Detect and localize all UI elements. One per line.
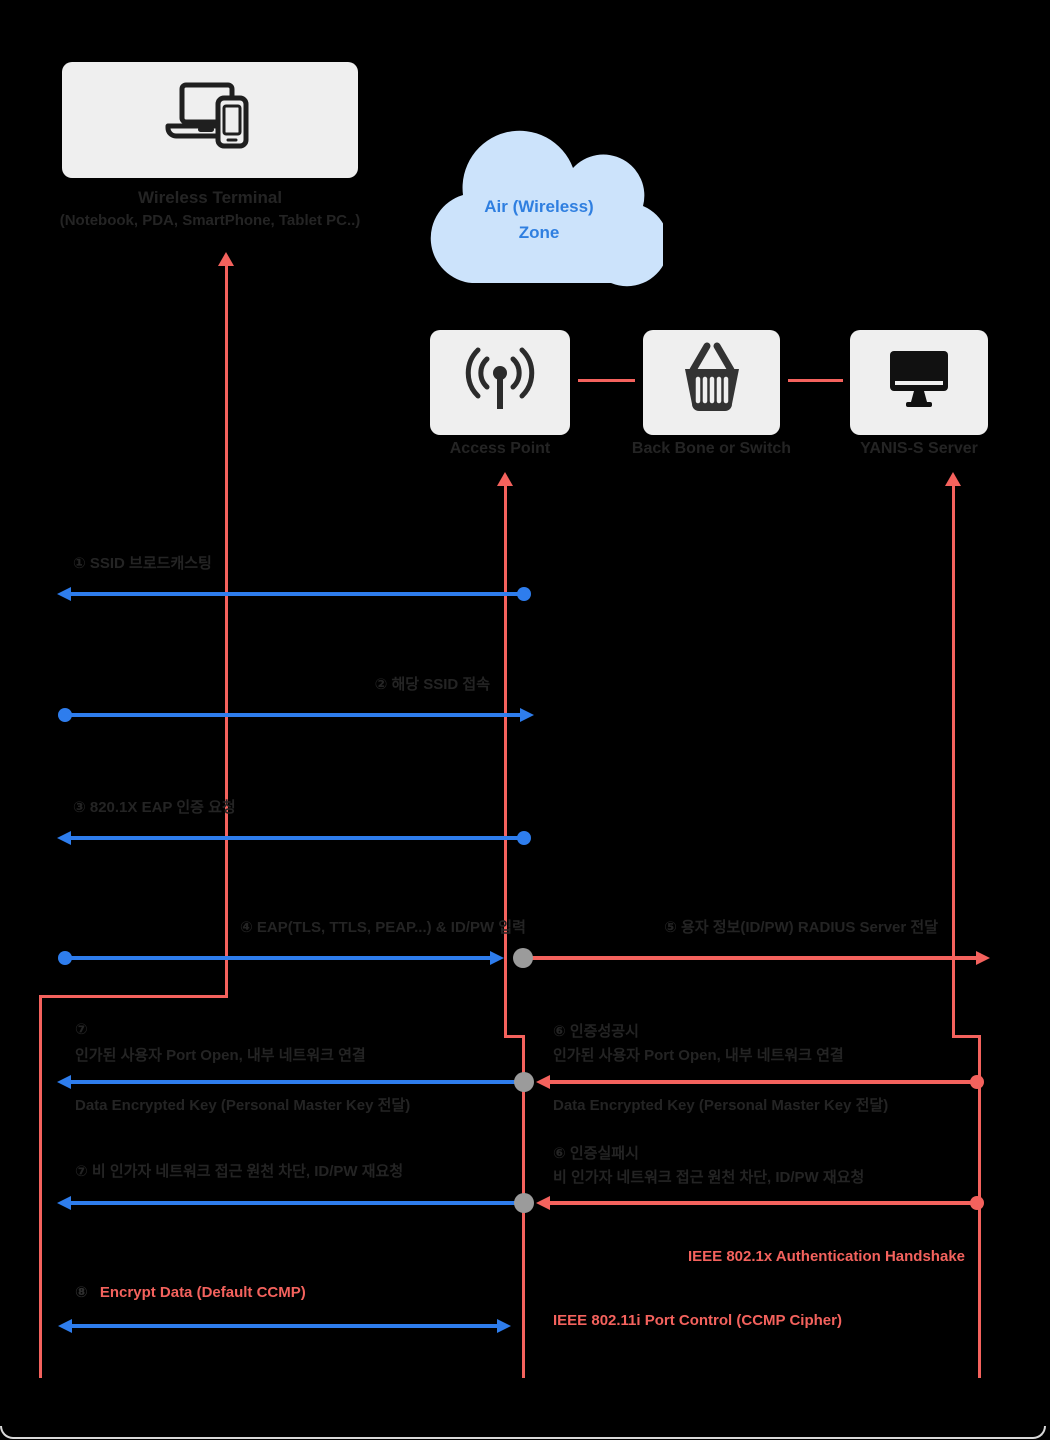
- backbone-switch-box: [643, 330, 780, 435]
- access-point-label: Access Point: [449, 440, 551, 457]
- message-7-open-line2: Data Encrypted Key (Personal Master Key …: [75, 1097, 411, 1114]
- server-lifeline: [952, 485, 955, 1038]
- basket-icon: [669, 337, 755, 428]
- air-wireless-zone-cloud: [415, 118, 669, 295]
- message-6-success-arrowhead: [536, 1075, 550, 1089]
- wireless-terminal-title: Wireless Terminal: [137, 188, 283, 207]
- message-8-text: Encrypt Data (Default CCMP): [99, 1284, 306, 1301]
- message-1-label: ① SSID 브로드캐스팅: [73, 555, 212, 572]
- message-4-line: [65, 956, 490, 960]
- message-7-open-arrowhead: [57, 1075, 71, 1089]
- cloud-icon: [430, 130, 669, 287]
- message-6-fail-line1: 비 인가자 네트워크 접근 원천 차단, ID/PW 재요청: [553, 1169, 865, 1186]
- message-7-block-line: [70, 1201, 524, 1205]
- message-6-success-origin-dot: [970, 1075, 984, 1089]
- ap-lifeline-arrowhead: [497, 472, 513, 486]
- message-1-origin-dot: [517, 587, 531, 601]
- message-7-open-line1: 인가된 사용자 Port Open, 내부 네트워크 연결: [75, 1047, 366, 1064]
- message-6-fail-line0: ⑥ 인증실패시: [553, 1145, 639, 1162]
- wireless-terminal-box: [62, 62, 358, 178]
- message-8-arrowhead-right: [497, 1319, 511, 1333]
- laptop-phone-icon: [160, 80, 260, 161]
- cloud-label-line1: Air (Wireless): [484, 197, 594, 216]
- ap-lifeline-elbow: [504, 1035, 525, 1038]
- message-3-line: [70, 836, 524, 840]
- yanis-server-label: YANIS-S Server: [860, 440, 978, 457]
- message-6-fail-arrowhead: [536, 1196, 550, 1210]
- ap-lifeline: [504, 485, 507, 1038]
- antenna-icon: [457, 337, 543, 428]
- message-4-arrowhead: [490, 951, 504, 965]
- message-7-open-num: ⑦: [75, 1021, 88, 1038]
- terminal-lifeline-lower: [39, 995, 42, 1378]
- message-2-arrowhead: [520, 708, 534, 722]
- message-5-relay-dot: [513, 948, 533, 968]
- message-5-arrowhead: [976, 951, 990, 965]
- caption-port-control: IEEE 802.11i Port Control (CCMP Cipher): [553, 1312, 842, 1329]
- wireless-terminal-subtitle: (Notebook, PDA, SmartPhone, Tablet PC..): [59, 212, 361, 229]
- cloud-label-line2: Zone: [518, 223, 560, 242]
- message-7-block-label: ⑦ 비 인가자 네트워크 접근 원천 차단, ID/PW 재요청: [75, 1163, 404, 1180]
- server-lifeline-arrowhead: [945, 472, 961, 486]
- message-4-label: ④ EAP(TLS, TTLS, PEAP...) & ID/PW 입력: [240, 919, 526, 936]
- monitor-icon: [876, 337, 962, 428]
- message-3-origin-dot: [517, 831, 531, 845]
- message-3-arrowhead: [57, 831, 71, 845]
- frame-bottom-edge: [0, 1426, 1046, 1439]
- message-6-success-line: [550, 1080, 977, 1084]
- connector-backbone-server: [788, 379, 843, 382]
- message-7-block-arrowhead: [57, 1196, 71, 1210]
- terminal-lifeline: [225, 265, 228, 998]
- message-8-num: ⑧: [75, 1284, 88, 1301]
- terminal-lifeline-elbow: [39, 995, 228, 998]
- message-6-success-line1: 인가된 사용자 Port Open, 내부 네트워크 연결: [553, 1047, 844, 1064]
- message-5-label: ⑤ 용자 정보(ID/PW) RADIUS Server 전달: [664, 919, 938, 936]
- message-5-line: [523, 956, 978, 960]
- message-8-label: ⑧ Encrypt Data (Default CCMP): [75, 1283, 306, 1301]
- message-6-fail-line: [550, 1201, 977, 1205]
- message-1-line: [70, 592, 524, 596]
- message-7-relay-dot: [514, 1193, 534, 1213]
- message-7-open-line: [70, 1080, 524, 1084]
- message-6-success-line0: ⑥ 인증성공시: [553, 1023, 639, 1040]
- message-3-label: ③ 820.1X EAP 인증 요청: [73, 799, 236, 816]
- message-6-fail-origin-dot: [970, 1196, 984, 1210]
- message-6-success-line2: Data Encrypted Key (Personal Master Key …: [553, 1097, 889, 1114]
- server-lifeline-elbow: [952, 1035, 981, 1038]
- terminal-lifeline-arrowhead: [218, 252, 234, 266]
- message-6-relay-dot: [514, 1072, 534, 1092]
- message-1-arrowhead: [57, 587, 71, 601]
- access-point-box: [430, 330, 570, 435]
- yanis-server-box: [850, 330, 988, 435]
- backbone-switch-label: Back Bone or Switch: [631, 440, 792, 457]
- message-2-label: ② 해당 SSID 접속: [374, 676, 490, 693]
- message-2-line: [65, 713, 520, 717]
- caption-handshake: IEEE 802.1x Authentication Handshake: [687, 1248, 965, 1265]
- connector-ap-backbone: [578, 379, 635, 382]
- message-8-line: [71, 1324, 498, 1328]
- message-8-arrowhead-left: [58, 1319, 72, 1333]
